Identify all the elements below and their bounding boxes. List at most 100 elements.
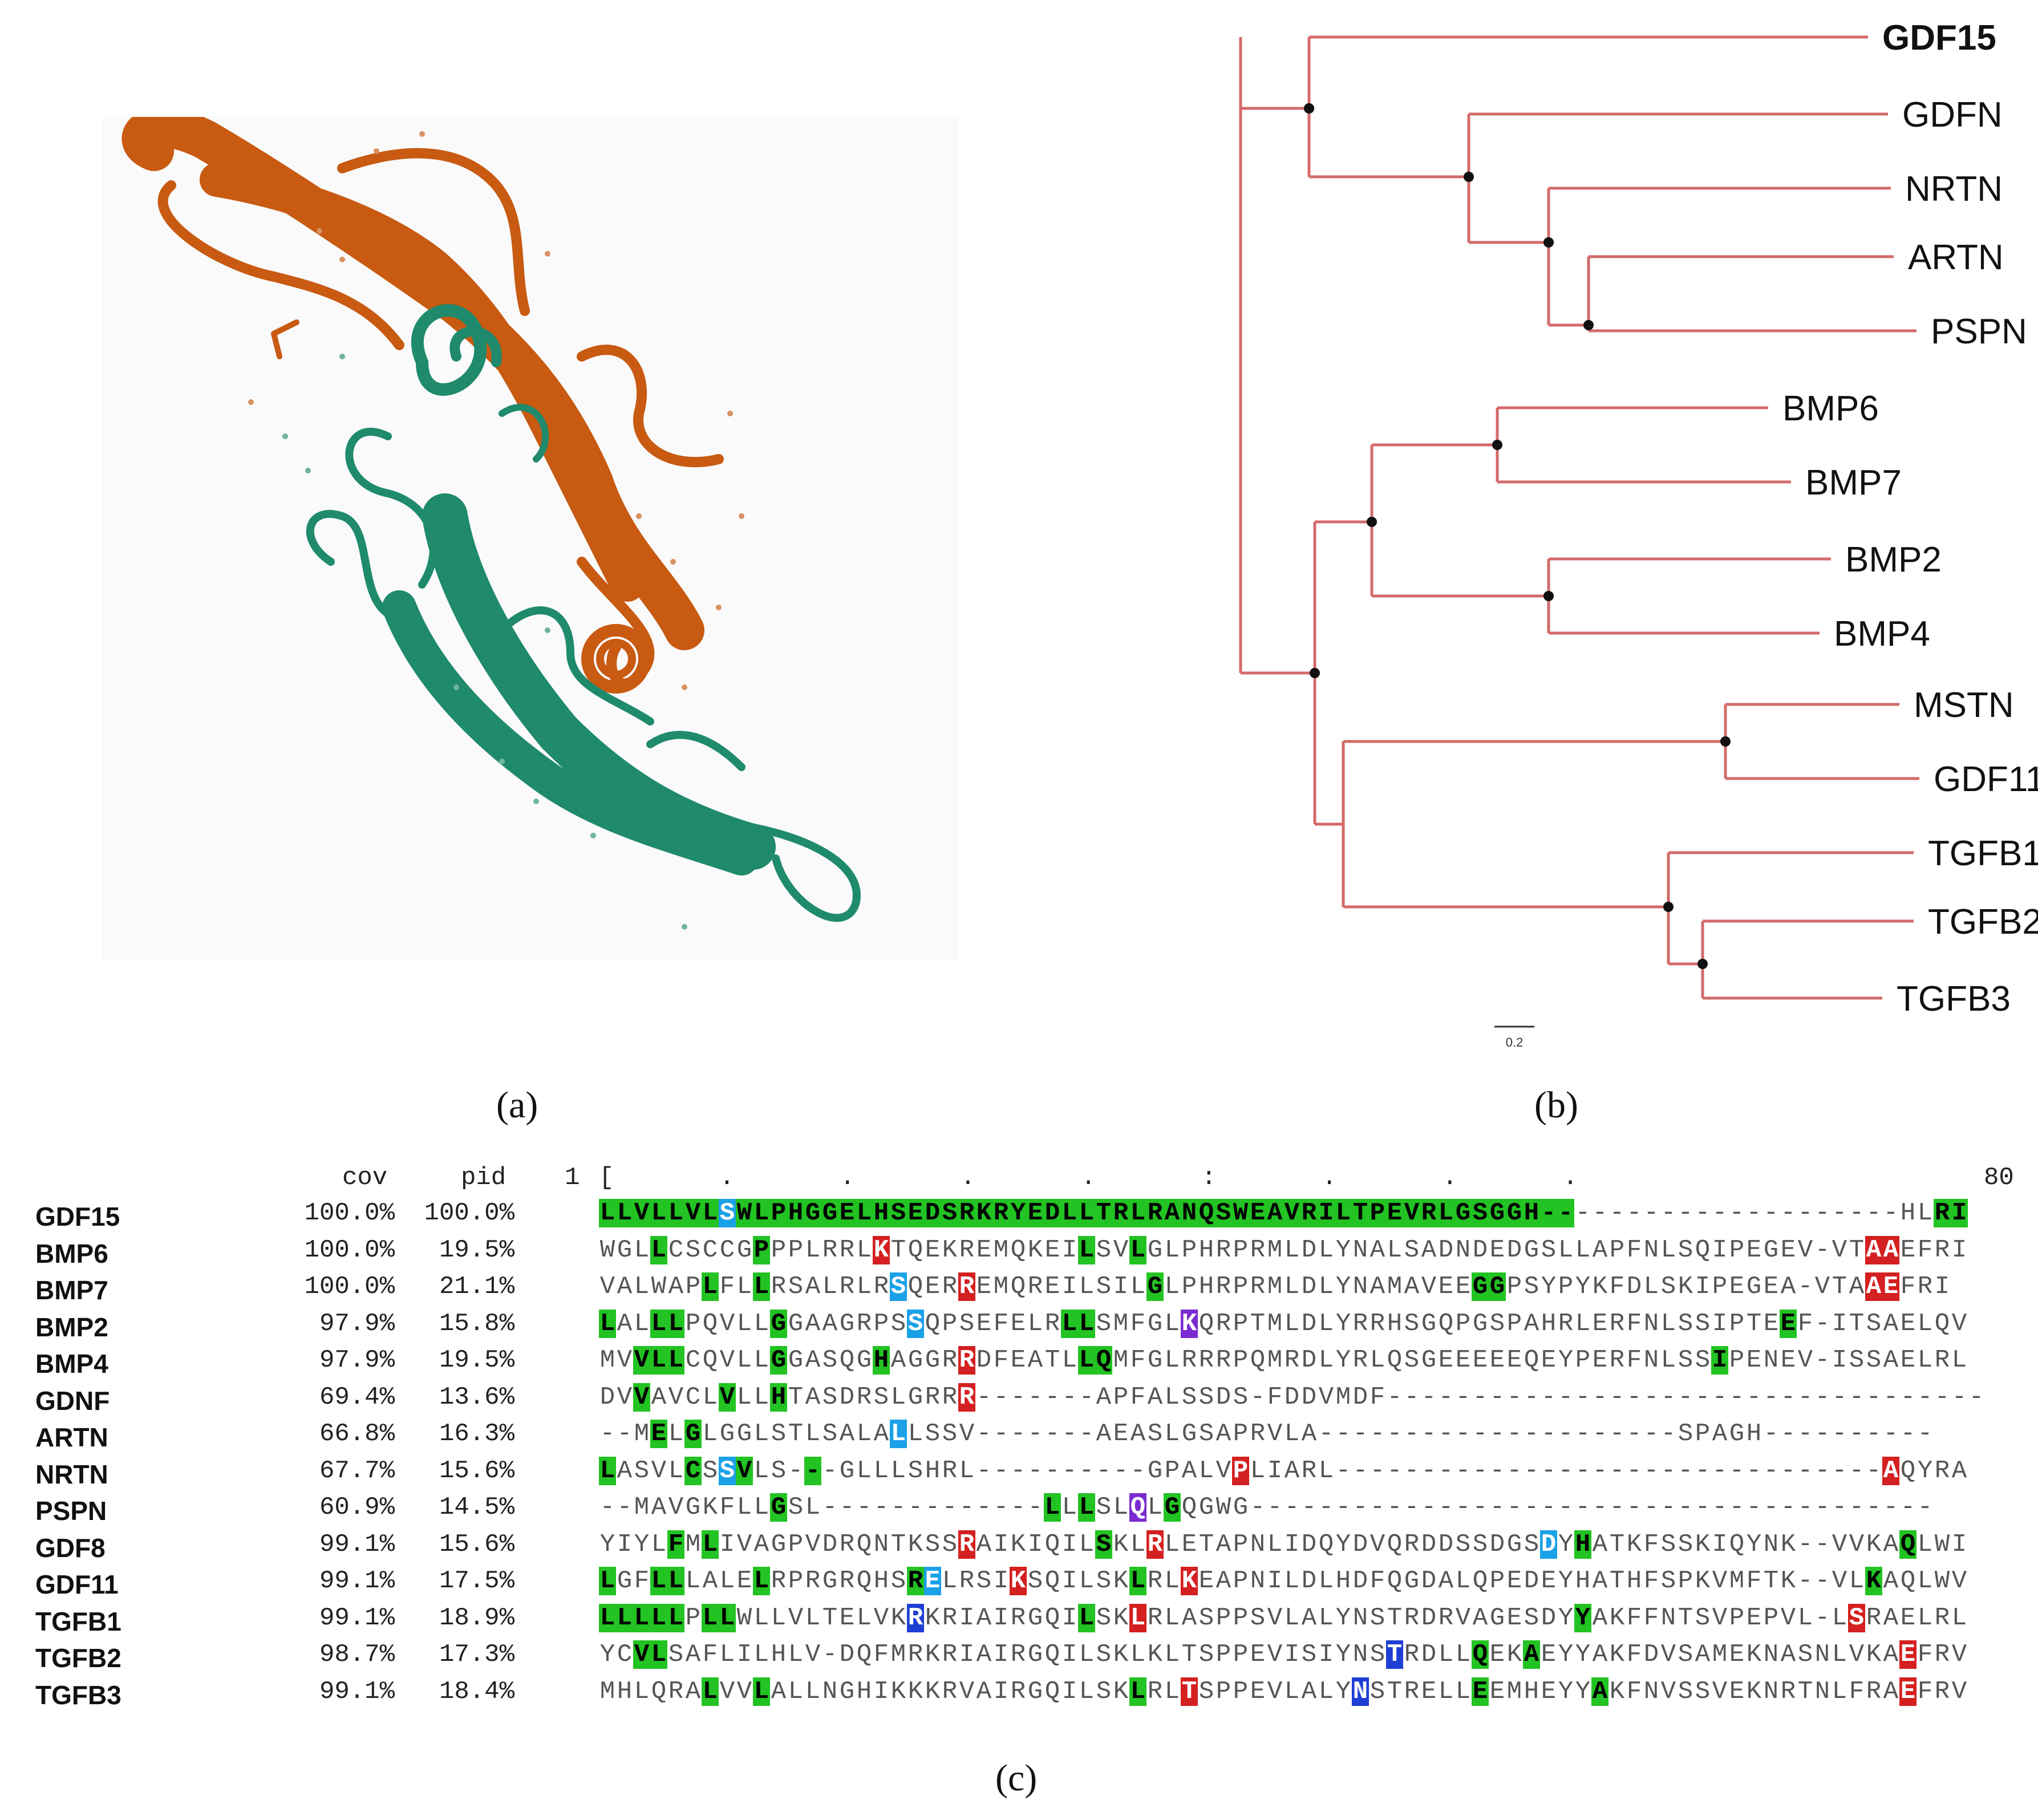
tree-leaf-label: TGFB1 — [1928, 834, 2038, 873]
coverage-value: 99.1% — [319, 1603, 395, 1632]
gene-name: BMP7 — [35, 1275, 108, 1305]
sequence: --MELGLGGLSTLSALALLSSV-------AEASLGSAPRV… — [599, 1420, 1933, 1448]
protein-structure-image — [103, 107, 958, 961]
identity-value: 15.8% — [439, 1309, 514, 1338]
sequence: LLVLLVLSWLPHGGELHSEDSRKRYEDLLTRLRANQSWEA… — [599, 1199, 1968, 1227]
phylogenetic-tree: GDF15GDFNNRTNARTNPSPNBMP6BMP7BMP2BMP4MST… — [1239, 18, 2038, 1049]
identity-value: 13.6% — [439, 1383, 514, 1412]
identity-value: 19.5% — [439, 1346, 514, 1375]
alignment-row: BMP2 97.9% 15.8% LALLLPQVLLGGAAGRPSSQPSEFEL… — [0, 1309, 2038, 1346]
coverage-value: 67.7% — [319, 1456, 395, 1485]
gene-name: GDNF — [35, 1385, 110, 1416]
alignment-row: ARTN 66.8% 16.3% --MELGLGGLSTLSALALLSSV----… — [0, 1420, 2038, 1456]
tree-leaf-label: GDFN — [1902, 95, 2003, 135]
start-position: 1 — [565, 1164, 580, 1192]
coverage-value: 98.7% — [319, 1640, 395, 1669]
gene-name: ARTN — [35, 1422, 108, 1452]
gene-name: BMP6 — [35, 1238, 108, 1268]
panel-label-b: (b) — [1534, 1084, 1578, 1126]
ruler: [ . . . . : . . . — [599, 1164, 1578, 1192]
alignment-row: NRTN 67.7% 15.6% LASVLCSSVLS---GLLLSHRL----… — [0, 1456, 2038, 1493]
coverage-value: 97.9% — [319, 1346, 395, 1375]
tree-leaf-label: MSTN — [1914, 686, 2014, 725]
sequence: LALLLPQVLLGGAAGRPSSQPSEFELRLLSMFGLKQRPTM… — [599, 1309, 1967, 1338]
coverage-value: 99.1% — [319, 1567, 395, 1595]
coverage-value: 100.0% — [304, 1272, 395, 1301]
gene-name: TGFB2 — [35, 1643, 121, 1673]
alignment-row: BMP4 97.9% 19.5% MVVLLCQVLLGGASQGHAGGRRDFEA… — [0, 1346, 2038, 1383]
gene-name: TGFB3 — [35, 1680, 121, 1710]
tree-leaf-label: BMP4 — [1834, 614, 1930, 654]
tree-leaf-label: GDF15 — [1882, 18, 1996, 58]
panel-label-a: (a) — [496, 1084, 538, 1126]
tree-labels: GDF15GDFNNRTNARTNPSPNBMP6BMP7BMP2BMP4MST… — [1782, 18, 2038, 1019]
identity-value: 21.1% — [439, 1272, 514, 1301]
cov-header: cov — [342, 1164, 388, 1192]
tree-leaf-label: NRTN — [1905, 169, 2003, 209]
identity-value: 17.3% — [439, 1640, 514, 1669]
coverage-value: 99.1% — [319, 1530, 395, 1559]
identity-value: 18.9% — [439, 1603, 514, 1632]
coverage-value: 69.4% — [319, 1383, 395, 1412]
identity-value: 14.5% — [439, 1493, 514, 1522]
tree-nodes — [1304, 103, 1731, 969]
alignment-row: BMP6 100.0% 19.5% WGLLCSCCGPPPLRRLKTQEKREMQ… — [0, 1235, 2038, 1272]
coverage-value: 60.9% — [319, 1493, 395, 1522]
identity-value: 18.4% — [439, 1677, 514, 1706]
alignment-row: GDNF 69.4% 13.6% DVVAVCLVLLHTASDRSLGRRR----… — [0, 1383, 2038, 1420]
tree-leaf-label: GDF11 — [1934, 760, 2038, 799]
sequence: YIYLFMLIVAGPVDRQNTKSSRAIKIQILSKLRLETAPNL… — [599, 1530, 1967, 1559]
sequence: MVVLLCQVLLGGASQGHAGGRRDFEATLLQMFGLRRRPQM… — [599, 1346, 1967, 1375]
gene-name: PSPN — [35, 1496, 107, 1526]
gene-name: TGFB1 — [35, 1606, 121, 1636]
tree-branches — [1239, 35, 1919, 1000]
tree-leaf-label: BMP6 — [1782, 389, 1879, 428]
sequence: MHLQRALVVLALLNGHIKKKRVAIRGQILSKLRLTSPPEV… — [599, 1677, 1967, 1706]
gene-name: GDF8 — [35, 1533, 106, 1563]
identity-value: 19.5% — [439, 1235, 514, 1264]
alignment-row: TGFB1 99.1% 18.9% LLLLLPLLWLLVLTELVKRKRIAIR… — [0, 1603, 2038, 1640]
sequence: DVVAVCLVLLHTASDRSLGRRR-------APFALSSDS-F… — [599, 1383, 1984, 1412]
sequence: LASVLCSSVLS---GLLLSHRL----------GPALVPLI… — [599, 1456, 1967, 1485]
identity-value: 15.6% — [439, 1456, 514, 1485]
protein-structure-panel — [103, 107, 958, 961]
coverage-value: 66.8% — [319, 1420, 395, 1448]
sequence: --MAVGKFLLGSL-------------LLLSLQLGQGWG--… — [599, 1493, 1933, 1522]
gene-name: GDF15 — [35, 1202, 120, 1231]
alignment-row: PSPN 60.9% 14.5% --MAVGKFLLGSL-------------… — [0, 1493, 2038, 1530]
gene-name: BMP4 — [35, 1349, 108, 1379]
end-position: 80 — [1984, 1164, 2014, 1192]
tree-leaf-label: TGFB3 — [1897, 979, 2011, 1019]
solvent-dots-b — [282, 354, 687, 930]
alignment-row: GDF15 100.0% 100.0% LLVLLVLSWLPHGGELHSEDSRK… — [0, 1199, 2038, 1235]
sequence: YCVLSAFLILHLV-DQFMRKRIAIRGQILSKLKLTSPPEV… — [599, 1640, 1967, 1669]
gene-name: NRTN — [35, 1459, 108, 1489]
gene-name: BMP2 — [35, 1312, 108, 1342]
sequence: LGFLLLALELRPRGRQHSRELRSIKSQILSKLRLKEAPNI… — [599, 1567, 1967, 1595]
alignment-row: GDF8 99.1% 15.6% YIYLFMLIVAGPVDRQNTKSSRAIKI… — [0, 1530, 2038, 1567]
alignment-row: TGFB3 99.1% 18.4% MHLQRALVVLALLNGHIKKKRVAIR… — [0, 1677, 2038, 1714]
sequence: LLLLLPLLWLLVLTELVKRKRIAIRGQILSKLRLASPPSV… — [599, 1603, 1967, 1632]
identity-value: 17.5% — [439, 1567, 514, 1595]
identity-value: 100.0% — [424, 1199, 514, 1227]
gene-name: GDF11 — [35, 1570, 119, 1599]
panel-label-c: (c) — [995, 1757, 1038, 1799]
identity-value: 15.6% — [439, 1530, 514, 1559]
coverage-value: 99.1% — [319, 1677, 395, 1706]
alignment-row: GDF11 99.1% 17.5% LGFLLLALELRPRGRQHSRELRSIK… — [0, 1567, 2038, 1603]
tree-leaf-label: BMP7 — [1805, 463, 1902, 502]
coverage-value: 97.9% — [319, 1309, 395, 1338]
sequence: VALWAPLFLLRSALRLRSQERREMQREILSILGLPHRPRM… — [599, 1272, 1950, 1301]
coverage-value: 100.0% — [304, 1199, 395, 1227]
solvent-dots-a — [248, 131, 744, 690]
alignment-row: BMP7 100.0% 21.1% VALWAPLFLLRSALRLRSQERREMQ… — [0, 1272, 2038, 1309]
identity-value: 16.3% — [439, 1420, 514, 1448]
scale-bar-label: 0.2 — [1506, 1035, 1524, 1049]
tree-leaf-label: ARTN — [1908, 238, 2004, 277]
tree-leaf-label: BMP2 — [1845, 540, 1942, 579]
coverage-value: 100.0% — [304, 1235, 395, 1264]
chain-b-ribbon — [306, 304, 861, 922]
sequence: WGLLCSCCGPPPLRRLKTQEKREMQKEILSVLGLPHRPRM… — [599, 1235, 1967, 1264]
tree-leaf-label: TGFB2 — [1928, 902, 2038, 942]
